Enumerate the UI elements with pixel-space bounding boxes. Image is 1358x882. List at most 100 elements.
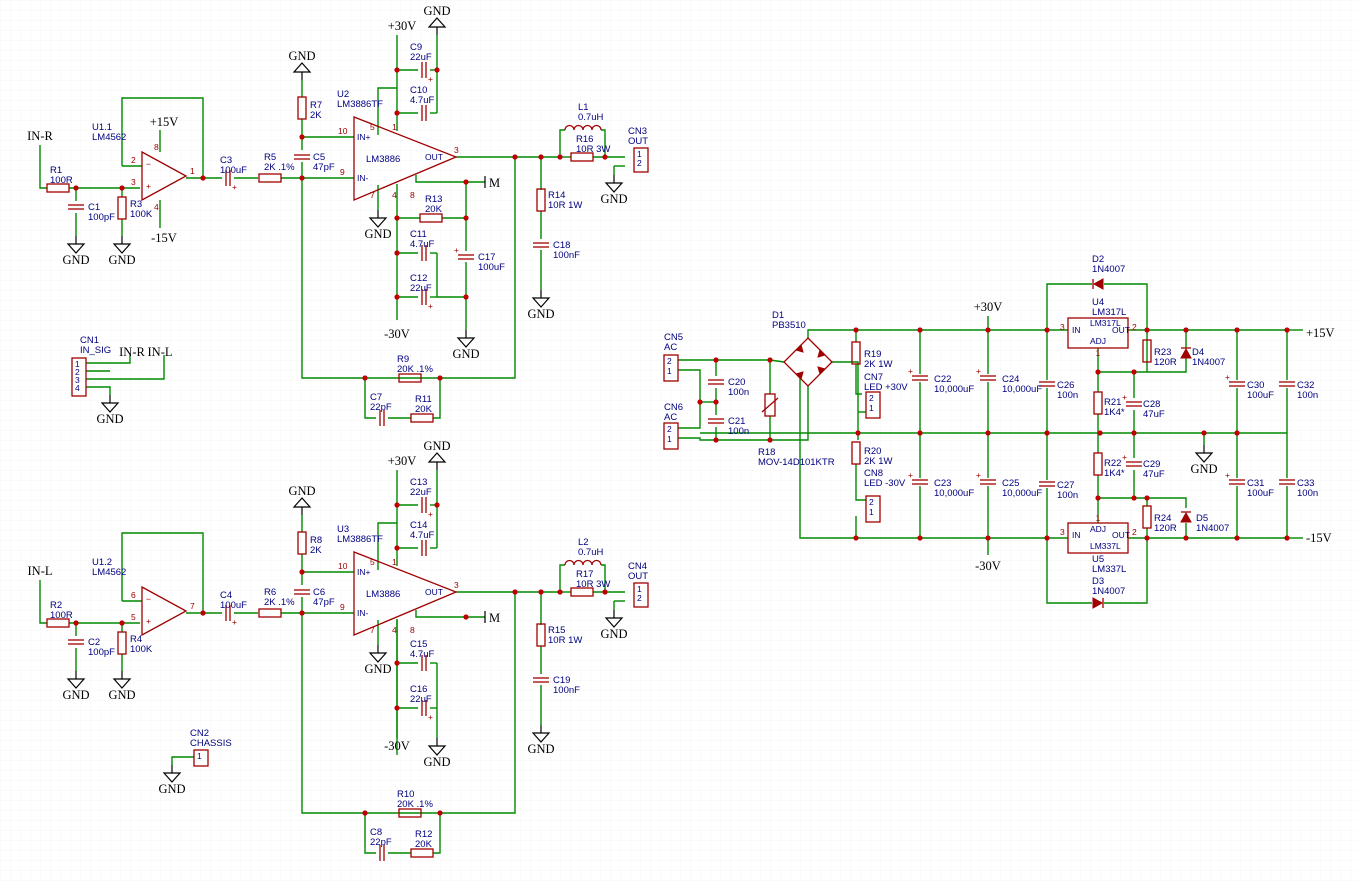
capacitor-c29[interactable]: + (1122, 452, 1142, 467)
opamp-u1-1[interactable]: −+ (141, 150, 188, 202)
capacitor-c33[interactable] (1279, 479, 1295, 485)
junction (1183, 327, 1189, 333)
capacitor-c1[interactable] (68, 204, 84, 210)
capacitor-c19[interactable] (533, 677, 549, 683)
capacitor-c4[interactable]: + (225, 605, 237, 627)
capacitor-c20[interactable] (708, 379, 724, 385)
resistor-r21-ref: R21 (1104, 397, 1121, 408)
capacitor-c10[interactable] (421, 105, 427, 121)
diode-d5[interactable] (1180, 511, 1192, 523)
resistor-r13[interactable] (419, 213, 443, 223)
bridge-d1[interactable] (783, 337, 833, 387)
regulator-u5[interactable] (1067, 522, 1129, 554)
junction (437, 375, 443, 381)
capacitor-c32[interactable] (1279, 381, 1295, 387)
inductor-l2[interactable] (564, 559, 602, 566)
plus30-label: +30V (388, 454, 417, 468)
capacitor-c30[interactable]: + (1225, 372, 1245, 387)
resistor-r23[interactable] (1142, 339, 1152, 363)
diode-d4[interactable] (1180, 347, 1192, 359)
amp-u3-pin-inp: IN+ (357, 567, 371, 577)
connector-cn1-ref: CN1 (80, 335, 99, 346)
resistor-r4[interactable] (117, 631, 127, 655)
resistor-r8[interactable] (297, 531, 307, 555)
connector-cn7[interactable] (865, 391, 881, 419)
capacitor-c25[interactable]: + (976, 470, 996, 485)
resistor-r11[interactable] (410, 413, 434, 423)
connector-cn4[interactable] (633, 582, 649, 608)
resistor-r15[interactable] (536, 623, 546, 647)
opamp-u1-2[interactable]: −+ (141, 585, 188, 637)
capacitor-c9[interactable]: + (421, 62, 433, 84)
capacitor-c21[interactable] (708, 418, 724, 424)
resistor-r4-ref: R4 (130, 634, 142, 645)
regulator-u4[interactable] (1067, 317, 1129, 349)
mov-r18[interactable] (764, 393, 776, 417)
connector-cn3[interactable] (633, 147, 649, 173)
amp-u2[interactable] (353, 116, 458, 201)
resistor-r1[interactable] (46, 183, 70, 193)
capacitor-c3[interactable]: + (225, 170, 237, 192)
capacitor-c27[interactable] (1039, 481, 1055, 487)
wire (601, 129, 606, 157)
resistor-r2[interactable] (46, 618, 70, 628)
capacitor-c7[interactable] (379, 410, 385, 426)
net-in-r: IN-R (27, 129, 53, 143)
diode-d2[interactable] (1092, 278, 1104, 290)
capacitor-c5[interactable] (294, 154, 310, 160)
capacitor-c22[interactable]: + (908, 366, 928, 381)
capacitor-c14[interactable] (421, 540, 427, 556)
resistor-r6[interactable] (258, 608, 282, 618)
capacitor-c17[interactable]: + (454, 245, 474, 260)
capacitor-c28[interactable]: + (1122, 392, 1142, 407)
resistor-r22[interactable] (1093, 452, 1103, 476)
capacitor-c11[interactable] (421, 245, 427, 261)
regulator-u4-pin-adj: ADJ (1090, 336, 1106, 346)
resistor-r10[interactable] (398, 808, 422, 818)
opamp-u1-2-value: LM4562 (92, 567, 126, 578)
capacitor-c2[interactable] (68, 639, 84, 645)
capacitor-c31[interactable]: + (1225, 470, 1245, 485)
connector-cn1[interactable] (71, 357, 87, 397)
junction (512, 589, 518, 595)
capacitor-c6[interactable] (294, 589, 310, 595)
capacitor-c32-ref: C32 (1297, 380, 1314, 391)
capacitor-c16[interactable]: + (421, 700, 433, 722)
resistor-r9[interactable] (398, 373, 422, 383)
plus15-label: +15V (150, 115, 179, 129)
resistor-r3[interactable] (117, 196, 127, 220)
capacitor-c23[interactable]: + (908, 470, 928, 485)
connector-cn8[interactable] (865, 495, 881, 523)
resistor-r16[interactable] (570, 152, 594, 162)
capacitor-c9-ref: C9 (410, 42, 422, 53)
connector-cn2[interactable] (193, 749, 209, 767)
capacitor-c24[interactable]: + (976, 366, 996, 381)
capacitor-c30-ref: C30 (1247, 380, 1264, 391)
capacitor-c8[interactable] (379, 845, 385, 861)
amp-u3[interactable] (353, 551, 458, 636)
resistor-r7[interactable] (297, 96, 307, 120)
opamp-u1-1-ref: U1.1 (92, 122, 112, 133)
resistor-r14[interactable] (536, 188, 546, 212)
resistor-r12[interactable] (410, 848, 434, 858)
resistor-r19[interactable] (851, 341, 861, 365)
connector-cn6[interactable] (663, 422, 679, 450)
resistor-r5[interactable] (258, 173, 282, 183)
junction (394, 545, 400, 551)
connector-cn5[interactable] (663, 354, 679, 382)
capacitor-c33-ref: C33 (1297, 478, 1314, 489)
capacitor-c26[interactable] (1039, 381, 1055, 387)
resistor-r8-ref: R8 (310, 535, 322, 546)
resistor-r21[interactable] (1093, 391, 1103, 415)
inductor-l1[interactable] (564, 124, 602, 131)
resistor-r24[interactable] (1142, 505, 1152, 529)
capacitor-c13[interactable]: + (421, 497, 433, 519)
resistor-r15-ref: R15 (548, 625, 565, 636)
capacitor-c18[interactable] (533, 242, 549, 248)
resistor-r20[interactable] (851, 441, 861, 465)
diode-d3[interactable] (1092, 597, 1104, 609)
cn1-in-r-label: IN-R (119, 345, 145, 359)
capacitor-c12[interactable]: + (421, 289, 433, 311)
capacitor-c15[interactable] (421, 655, 427, 671)
resistor-r17[interactable] (570, 587, 594, 597)
